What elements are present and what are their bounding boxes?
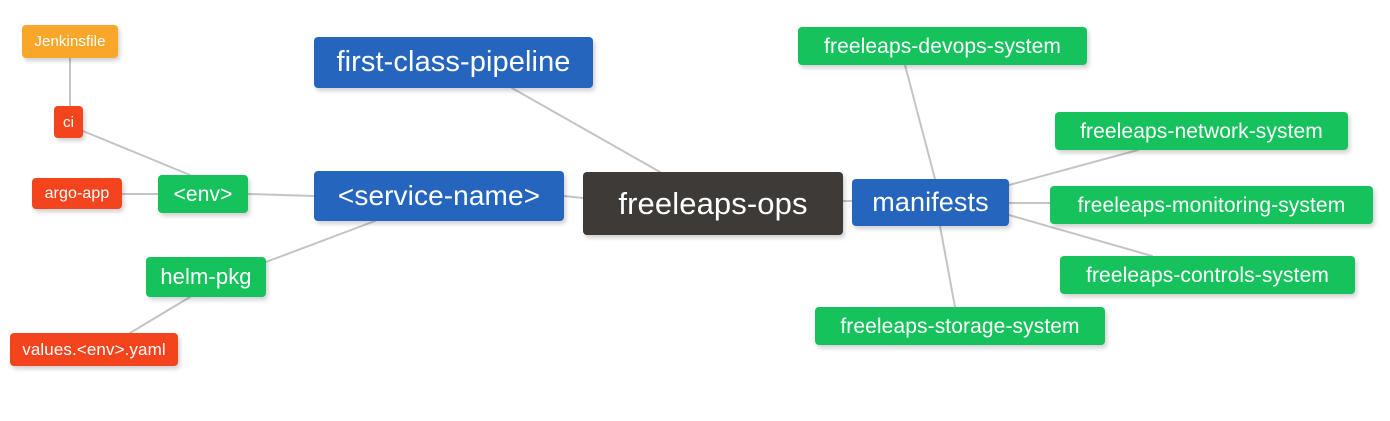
mindmap-node-freeleaps-network-system[interactable]: freeleaps-network-system	[1055, 112, 1348, 150]
edge-values-helmpkg	[129, 296, 191, 334]
mindmap-node-label: helm-pkg	[160, 264, 252, 289]
mindmap-node-label: freeleaps-ops	[618, 186, 808, 221]
mindmap-node-freeleaps-devops-system[interactable]: freeleaps-devops-system	[798, 27, 1087, 65]
mindmap-node-freeleaps-storage-system[interactable]: freeleaps-storage-system	[815, 307, 1105, 345]
mindmap-node-jenkinsfile[interactable]: Jenkinsfile	[22, 25, 118, 58]
edge-manifests-storage	[939, 225, 956, 308]
mindmap-node-label: ci	[62, 113, 75, 131]
mindmap-node-freeleaps-ops[interactable]: freeleaps-ops	[583, 172, 843, 235]
mindmap-node-ci[interactable]: ci	[54, 106, 83, 138]
mindmap-node-label: argo-app	[44, 184, 110, 202]
mindmap-node-helm-pkg[interactable]: helm-pkg	[146, 257, 266, 297]
mindmap-node-label: freeleaps-controls-system	[1086, 263, 1329, 287]
edge-ci-env	[82, 130, 191, 176]
mindmap-node-env[interactable]: <env>	[158, 175, 248, 213]
mindmap-node-freeleaps-monitoring-system[interactable]: freeleaps-monitoring-system	[1050, 186, 1373, 224]
mindmap-node-label: Jenkinsfile	[34, 33, 106, 50]
edge-env-servicename	[247, 193, 315, 197]
mindmap-node-service-name[interactable]: <service-name>	[314, 171, 564, 221]
mindmap-node-label: values.<env>.yaml	[22, 340, 166, 359]
edge-manifests-devops	[904, 64, 936, 180]
mindmap-node-argo-app[interactable]: argo-app	[32, 178, 122, 209]
mindmap-node-label: freeleaps-storage-system	[840, 314, 1080, 338]
mindmap-node-label: freeleaps-devops-system	[824, 34, 1061, 58]
mindmap-node-label: manifests	[872, 187, 989, 217]
edge-pipeline-ops	[511, 87, 661, 173]
edge-helmpkg-servicename	[265, 220, 376, 263]
mindmap-node-label: <env>	[173, 182, 233, 206]
edge-manifests-network	[1008, 149, 1139, 186]
mindmap-node-label: <service-name>	[337, 180, 541, 211]
mindmap-node-label: freeleaps-monitoring-system	[1077, 193, 1346, 217]
mindmap-node-values-yaml[interactable]: values.<env>.yaml	[10, 333, 178, 366]
mindmap-node-label: freeleaps-network-system	[1080, 119, 1323, 143]
mindmap-node-label: first-class-pipeline	[336, 46, 571, 78]
edge-servicename-ops	[563, 195, 584, 199]
mindmap-node-first-class-pipeline[interactable]: first-class-pipeline	[314, 37, 593, 88]
mindmap-node-manifests[interactable]: manifests	[852, 179, 1009, 226]
mindmap-node-freeleaps-controls-system[interactable]: freeleaps-controls-system	[1060, 256, 1355, 294]
